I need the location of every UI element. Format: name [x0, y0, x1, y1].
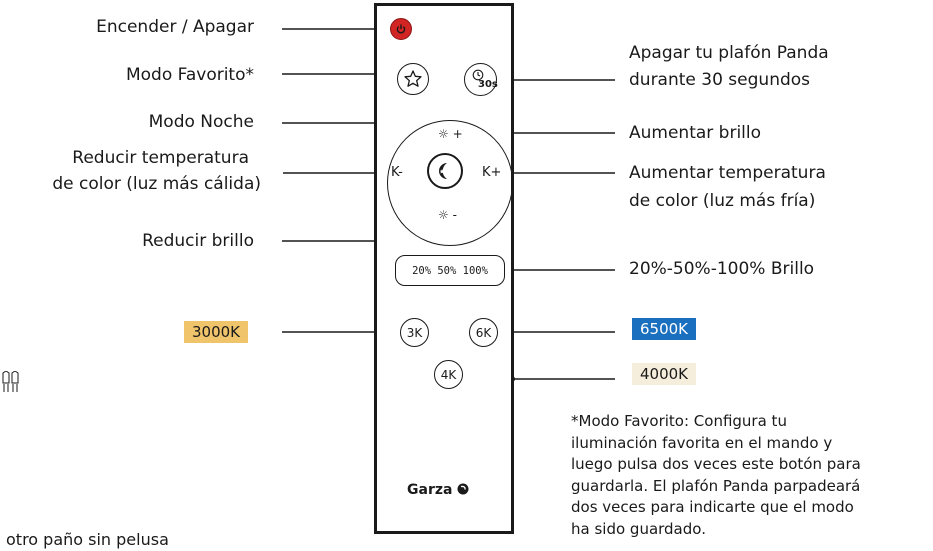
- preset-6k-button[interactable]: 6K: [469, 318, 498, 347]
- clock-icon: [472, 69, 484, 81]
- device-clips-icon: [2, 371, 19, 392]
- brand-logo: Garza: [407, 482, 469, 498]
- brightness-levels-button[interactable]: 20% 50% 100%: [395, 255, 505, 286]
- footnote-line: guardarla. El plafón Panda parpadeará: [571, 476, 861, 495]
- control-ring: [387, 120, 513, 246]
- footnote-line: iluminación favorita en el mando y: [571, 433, 833, 452]
- brand-name: Garza: [407, 482, 453, 498]
- brightness-up-button[interactable]: ☼ +: [438, 127, 463, 141]
- label-favorite: Modo Favorito*: [125, 65, 254, 85]
- tag-6500k: 6500K: [632, 318, 697, 340]
- footnote-line: *Modo Favorito: Configura tu: [571, 412, 787, 430]
- favorite-button[interactable]: [397, 63, 429, 95]
- tag-3000k: 3000K: [184, 321, 249, 343]
- night-mode-button[interactable]: [427, 153, 463, 189]
- temp-up-button[interactable]: K+: [482, 165, 502, 180]
- label-timer-line1: Apagar tu plafón Panda: [629, 43, 829, 63]
- temp-down-button[interactable]: K-: [391, 165, 403, 180]
- power-icon: [396, 24, 406, 34]
- label-brightness-levels: 20%-50%-100% Brillo: [629, 259, 815, 279]
- footnote-line: dos veces para indicarte que el modo: [571, 498, 854, 516]
- power-button[interactable]: [390, 18, 412, 40]
- label-reduce-temp-line1: Reducir temperatura: [72, 148, 249, 168]
- remote-control: [374, 3, 514, 534]
- label-night-mode: Modo Noche: [148, 112, 254, 132]
- star-icon: [404, 70, 422, 87]
- brightness-down-button[interactable]: ☼ -: [438, 208, 457, 222]
- preset-4k-button[interactable]: 4K: [434, 360, 463, 389]
- footnote-line: ha sido guardado.: [571, 519, 706, 538]
- label-reduce-temp-line2: de color (luz más cálida): [52, 174, 261, 194]
- label-reduce-brightness: Reducir brillo: [142, 231, 254, 251]
- preset-3k-button[interactable]: 3K: [400, 318, 429, 347]
- brand-mark-icon: [457, 483, 469, 495]
- label-increase-temp-line1: Aumentar temperatura: [629, 163, 826, 183]
- adjacent-page-text: otro paño sin pelusa: [6, 530, 169, 549]
- label-timer-line2: durante 30 segundos: [629, 70, 811, 90]
- footnote-line: luego pulsa dos veces este botón para: [571, 455, 861, 473]
- timer-button[interactable]: 30s: [464, 63, 498, 96]
- label-power: Encender / Apagar: [96, 17, 254, 37]
- timer-text: 30s: [478, 79, 498, 90]
- tag-4000k: 4000K: [632, 363, 697, 385]
- label-increase-brightness: Aumentar brillo: [629, 123, 762, 143]
- label-increase-temp-line2: de color (luz más fría): [629, 191, 816, 211]
- moon-icon: [439, 163, 447, 179]
- favorite-mode-footnote: *Modo Favorito: Configura tu iluminación…: [571, 411, 861, 540]
